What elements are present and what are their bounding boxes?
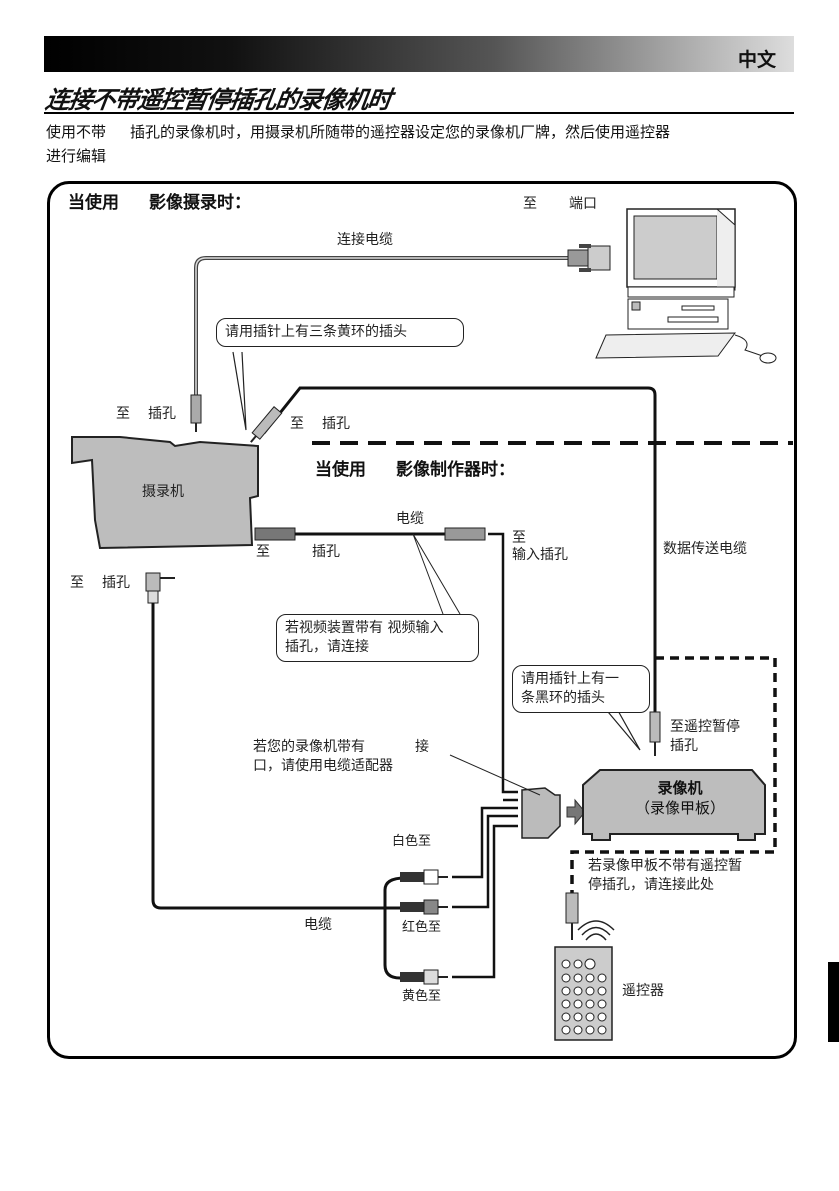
label-connection-cable: 连接电缆 (337, 229, 393, 249)
remote-pause-plug-icon (650, 712, 660, 756)
label-cam-jack: 至插孔 (116, 403, 176, 423)
vcr-main-label: 录像机 (590, 778, 770, 798)
bubble-video-input: 若视频装置带有 视频输入插孔，请连接 (276, 614, 479, 662)
section-heading-recording: 当使用 影像摄录时： (68, 188, 251, 213)
rca-plug-yellow (400, 970, 448, 984)
label-plug-jack: 至插孔 (290, 413, 350, 433)
label-s-jack: 至插孔 (256, 541, 340, 561)
label-data-cable: 数据传送电缆 (663, 538, 747, 558)
rca-plug-red (400, 900, 448, 914)
remote-plug-icon (566, 893, 578, 940)
label-red-to: 红色至 (402, 916, 441, 935)
angled-plug-icon (247, 407, 282, 446)
vcr-label: 录像机 （录像甲板） (590, 778, 770, 818)
label-yellow-to: 黄色至 (402, 985, 441, 1004)
heading-part-b: 影像制作器时： (396, 460, 515, 480)
rca-plug-white (400, 870, 448, 884)
label-white-to: 白色至 (392, 830, 431, 849)
heading-part-b: 影像摄录时： (149, 193, 251, 213)
bubble-three-rings: 请用插针上有三条黄环的插头 (216, 318, 464, 347)
section-heading-editing: 当使用 影像制作器时： (315, 455, 515, 480)
label-remote-control: 遥控器 (622, 980, 664, 1000)
section-tab-marker (828, 962, 839, 1042)
heading-part-a: 当使用 (68, 193, 119, 213)
label-to-input: 至输入插孔 (512, 530, 568, 564)
heading-part-a: 当使用 (315, 460, 366, 480)
label-av-cable: 电缆 (304, 914, 332, 934)
label-camcorder: 摄录机 (142, 481, 184, 501)
label-no-pause-note: 若录像甲板不带有遥控暂停插孔，请连接此处 (588, 857, 742, 895)
vcr-sub-label: （录像甲板） (590, 798, 770, 818)
scart-adapter-icon (522, 788, 560, 838)
label-remote-pause: 至遥控暂停插孔 (670, 718, 740, 756)
label-to-port: 至端口 (523, 193, 597, 213)
label-s-cable: 电缆 (396, 508, 424, 528)
serial-connector-icon (568, 244, 610, 272)
label-adapter-note: 若您的录像机带有接口，请使用电缆适配器 (253, 738, 429, 776)
jack-plug-icon (191, 395, 201, 432)
label-av-jack: 至插孔 (70, 572, 130, 592)
computer-icon (596, 209, 776, 363)
bubble-one-ring: 请用插针上有一条黑环的插头 (512, 665, 650, 713)
remote-control-icon (555, 921, 614, 1040)
